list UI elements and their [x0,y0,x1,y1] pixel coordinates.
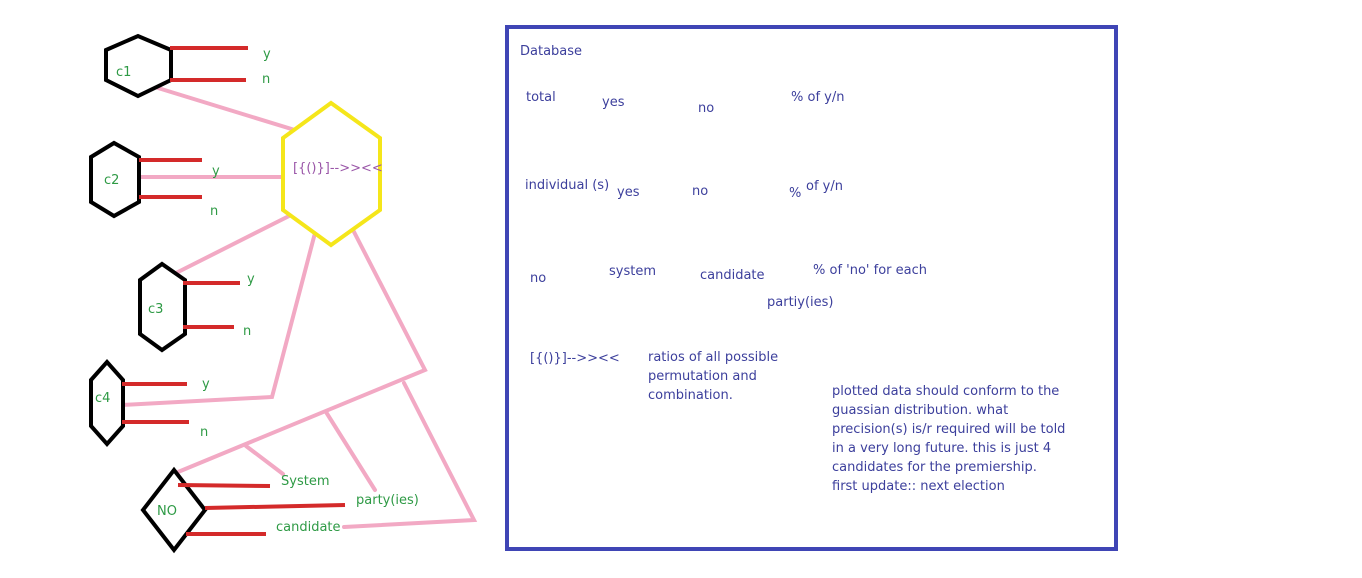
note-line: guassian distribution. what [832,403,1008,418]
candidate-label: c3 [148,302,163,317]
hub-label: [{()}]-->><< [293,161,383,176]
no-label: n [243,324,251,339]
candidate-label: c4 [95,391,110,406]
total-yes: yes [602,95,625,110]
no-row-system: system [609,264,656,279]
note-line: plotted data should conform to the [832,384,1059,399]
total-no: no [698,101,714,116]
no-row-percent: % of 'no' for each [813,263,927,278]
connector-c4-hub [120,231,317,407]
database-panel: Database total yes no % of y/n individua… [505,25,1118,551]
individual-no: no [692,184,708,199]
yes-label: y [202,377,210,392]
no-label: n [210,204,218,219]
ratios-line: ratios of all possible [648,350,778,365]
candidate-label: c1 [116,65,131,80]
no-label: n [200,425,208,440]
option-line-system [177,483,271,488]
option-label-party: party(ies) [356,493,419,508]
candidate-node-c2: c2 y n [89,140,220,219]
individual-percent-text: of y/n [806,179,843,194]
individual-percent-symbol: % [789,186,801,201]
connector-c1-hub [156,86,300,133]
connector-no-hub [176,226,428,474]
connector-party [324,410,377,492]
note-line: candidates for the premiership. [832,460,1037,475]
option-label-system: System [281,474,329,489]
no-row-candidate: candidate [700,268,765,283]
yes-label: y [247,272,255,287]
note-line: first update:: next election [832,479,1005,494]
candidate-node-c3: c3 y n [138,261,255,353]
connector-c3-hub [174,211,297,275]
note-line: in a very long future. this is just 4 [832,441,1051,456]
total-percent: % of y/n [791,90,844,105]
database-title: Database [520,44,582,59]
yes-label: y [212,164,220,179]
no-node-label: NO [157,504,177,519]
option-label-candidate: candidate [276,520,341,535]
hub-node: [{()}]-->><< [281,100,383,248]
ratios-line: permutation and [648,369,757,384]
no-row-label: no [530,271,546,286]
connector-candidate [342,381,478,529]
ratios-line: combination. [648,388,733,403]
no-label: n [262,72,270,87]
option-line-party [204,503,346,510]
individual-label: individual (s) [525,178,609,193]
candidate-node-c1: c1 y n [104,33,271,99]
individual-yes: yes [617,185,640,200]
candidate-node-c4: c4 y n [89,358,210,448]
no-node: NO System party(ies) candidate [140,466,419,554]
yes-label: y [263,47,271,62]
ratios-label: [{()}]-->><< [530,351,620,366]
connectors [120,86,478,529]
no-row-party: partiy(ies) [767,295,834,310]
connector-system [244,444,285,476]
total-label: total [526,90,556,105]
candidate-label: c2 [104,173,119,188]
note-line: precision(s) is/r required will be told [832,422,1065,437]
